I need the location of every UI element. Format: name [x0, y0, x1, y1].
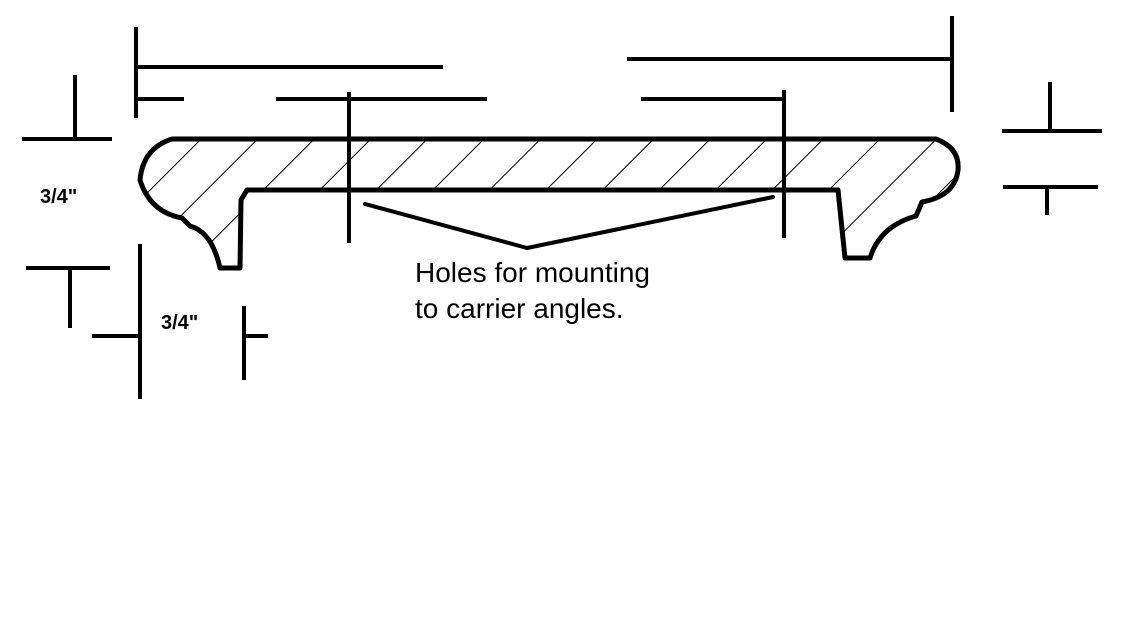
hole-spacing-dimension	[136, 90, 786, 243]
overall-width-dimension	[134, 16, 954, 118]
note-line-2: to carrier angles.	[415, 293, 624, 324]
callout-leaders	[363, 195, 775, 250]
note-line-1: Holes for mounting	[415, 257, 651, 288]
left-thickness-dimension	[22, 75, 112, 328]
left-thickness-label: 3/4"	[40, 186, 78, 208]
molding-profile	[137, 136, 961, 271]
leg-width-label: 3/4"	[161, 312, 199, 334]
leg-width-dimension	[92, 244, 268, 399]
right-thickness-dimension	[1002, 82, 1102, 215]
mounting-holes-note: Holes for mounting to carrier angles.	[415, 255, 650, 327]
